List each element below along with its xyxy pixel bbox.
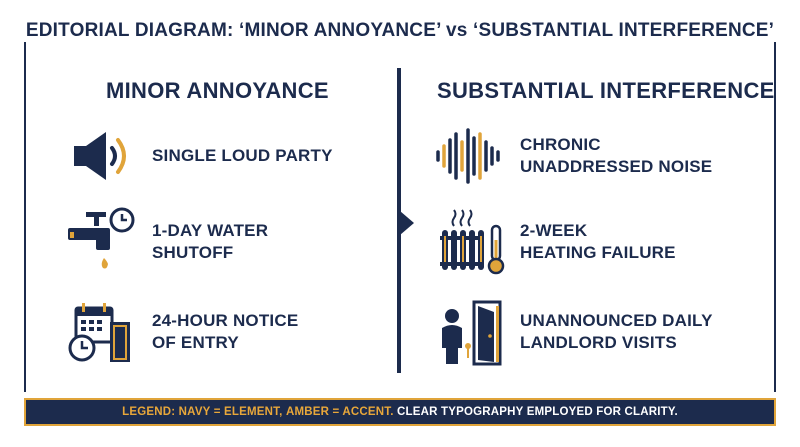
person-door-icon: [442, 300, 502, 366]
speaker-icon: [74, 132, 126, 180]
radiator-thermometer-icon: [440, 209, 505, 275]
minor-annoyance-heading: MINOR ANNOYANCE: [106, 78, 329, 103]
left-item-2-label: 1-DAY WATER SHUTOFF: [152, 221, 269, 262]
calendar-door-icon: [68, 303, 130, 362]
legend-bar: LEGEND: NAVY = ELEMENT, AMBER = ACCENT. …: [24, 398, 776, 426]
left-item-2: 1-DAY WATER SHUTOFF: [66, 206, 268, 278]
divider-arrow-icon: [400, 211, 414, 235]
faucet-clock-icon: [68, 207, 135, 269]
legend-navy: NAVY = ELEMENT,: [178, 406, 283, 418]
legend-prefix: LEGEND:: [122, 406, 176, 418]
diagram-title: EDITORIAL DIAGRAM: ‘MINOR ANNOYANCE’ vs …: [15, 20, 785, 42]
right-item-1-label: CHRONIC UNADDRESSED NOISE: [520, 135, 713, 176]
left-item-3: 24-HOUR NOTICE OF ENTRY: [66, 296, 298, 368]
left-item-1: SINGLE LOUD PARTY: [66, 120, 333, 192]
left-item-1-label: SINGLE LOUD PARTY: [152, 146, 333, 165]
legend-amber: AMBER = ACCENT.: [285, 406, 394, 418]
right-item-3-label: UNANNOUNCED DAILY LANDLORD VISITS: [520, 311, 713, 352]
sound-wave-icon: [436, 128, 500, 184]
substantial-interference-heading: SUBSTANTIAL INTERFERENCE: [437, 78, 775, 103]
legend-suffix: CLEAR TYPOGRAPHY EMPLOYED FOR CLARITY.: [397, 406, 678, 418]
right-item-3: UNANNOUNCED DAILY LANDLORD VISITS: [434, 296, 713, 368]
right-item-1: CHRONIC UNADDRESSED NOISE: [434, 120, 712, 192]
left-item-3-label: 24-HOUR NOTICE OF ENTRY: [152, 311, 299, 352]
right-item-2-label: 2-WEEK HEATING FAILURE: [520, 221, 676, 262]
column-divider: [397, 68, 401, 373]
right-item-2: 2-WEEK HEATING FAILURE: [434, 206, 676, 278]
